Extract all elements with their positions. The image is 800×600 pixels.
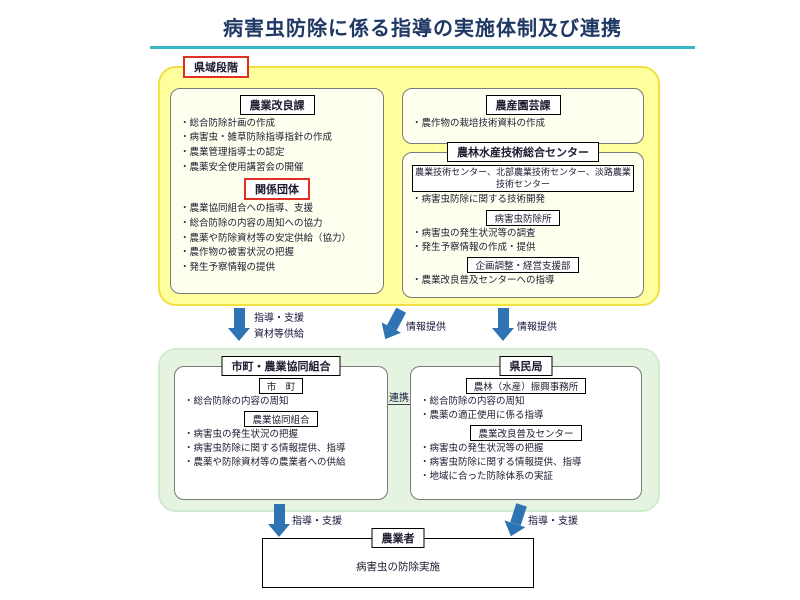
tech-center-label: 農林水産技術総合センター xyxy=(447,142,599,162)
flow-label-materials: 資材等供給 xyxy=(254,329,304,340)
bullet-item: ・病害虫の発生状況の把握 xyxy=(184,429,299,441)
bullet-item: ・病害虫・雑草防除指導指針の作成 xyxy=(180,132,333,144)
farmer-label: 農業者 xyxy=(371,528,425,548)
arrow-head xyxy=(228,328,250,341)
flow-label-guidance-bottom-left: 指導・支援 xyxy=(292,516,342,527)
arrow-head xyxy=(500,520,526,540)
arrow-shaft xyxy=(497,308,509,328)
bullet-item: ・農薬や防除資材等の農業者への供給 xyxy=(184,457,346,469)
bullet-item: ・農薬や防除資材等の安定供給（協力） xyxy=(180,232,352,244)
planning-dept-label: 企画調整・経営支援部 xyxy=(467,256,579,273)
bullet-item: ・農業管理指導士の認定 xyxy=(180,147,285,159)
ja-list: ・病害虫の発生状況の把握 ・病害虫防除に関する情報提供、指導 ・農薬や防除資材等… xyxy=(179,429,383,469)
arrow-shaft xyxy=(233,308,245,328)
extension-center-list: ・病害虫の発生状況等の把握 ・病害虫防除に関する情報提供、指導 ・地域に合った防… xyxy=(415,443,637,483)
pest-control-office-label: 病害虫防除所 xyxy=(486,209,560,226)
extension-center-label: 農業改良普及センター xyxy=(470,425,582,442)
bullet-item: ・病害虫の発生状況等の調査 xyxy=(412,227,536,239)
bullet-item: ・農業改良普及センターへの指導 xyxy=(412,274,555,286)
arrow-guidance-bottom-left xyxy=(268,504,290,537)
prefecture-stage-tag: 県域段階 xyxy=(183,56,249,78)
kenmin-bureau-label: 県民局 xyxy=(499,356,553,376)
agri-improvement-label: 農業改良課 xyxy=(239,95,315,115)
bullet-item: ・病害虫防除に関する情報提供、指導 xyxy=(184,443,346,455)
bullet-item: ・病害虫防除に関する技術開発 xyxy=(412,194,546,206)
farmer-panel: 農業者 病害虫の防除実施 xyxy=(262,528,534,588)
bullet-item: ・地域に合った防除体系の実証 xyxy=(420,470,554,482)
city-ja-panel: 市町・農業協同組合 市 町 ・総合防除の内容の周知 農業協同組合 ・病害虫の発生… xyxy=(174,356,388,500)
bullet-item: ・農作物の被害状況の把握 xyxy=(180,247,295,259)
city-list: ・総合防除の内容の周知 xyxy=(179,396,383,408)
bullet-item: ・発生予察情報の提供 xyxy=(180,262,276,274)
bullet-item: ・総合防除の内容の周知 xyxy=(184,396,289,407)
arrow-head xyxy=(492,328,514,341)
agri-horticulture-label: 農産園芸課 xyxy=(485,95,561,115)
agri-improvement-list: ・総合防除計画の作成 ・病害虫・雑草防除指導指針の作成 ・農業管理指導士の認定 … xyxy=(175,118,379,175)
tech-centers-box: 農業技術センター、北部農業技術センター、淡路農業技術センター xyxy=(412,165,634,193)
bullet-item: ・総合防除計画の作成 xyxy=(180,117,276,129)
ja-label: 農業協同組合 xyxy=(244,411,318,428)
flow-label-guidance-bottom-right: 指導・支援 xyxy=(528,516,578,527)
agri-horticulture-panel: 農産園芸課 ・農作物の栽培技術資料の作成 xyxy=(402,88,644,144)
flow-label-info-middle: 情報提供 xyxy=(406,322,446,333)
agri-horticulture-list: ・農作物の栽培技術資料の作成 xyxy=(407,118,639,130)
related-organizations-label: 関係団体 xyxy=(244,178,310,201)
bullet-item: ・農業協同組合への指導、支援 xyxy=(180,202,314,214)
bullet-item: ・農作物の栽培技術資料の作成 xyxy=(412,117,546,129)
agri-improvement-panel: 農業改良課 ・総合防除計画の作成 ・病害虫・雑草防除指導指針の作成 ・農業管理指… xyxy=(170,88,384,294)
arrow-head xyxy=(268,524,290,537)
bullet-item: ・発生予察情報の作成・提供 xyxy=(412,241,536,253)
kenmin-bureau-panel: 県民局 農林（水産）振興事務所 ・総合防除の内容の周知 ・農薬の適正使用に係る指… xyxy=(410,356,642,500)
bullet-item: ・農薬の適正使用に係る指導 xyxy=(420,409,544,421)
bullet-item: ・総合防除の内容の周知への協力 xyxy=(180,217,323,229)
bullet-item: ・病害虫防除に関する情報提供、指導 xyxy=(420,457,582,469)
promotion-office-list: ・総合防除の内容の周知 ・農薬の適正使用に係る指導 xyxy=(415,396,637,422)
bullet-item: ・総合防除の内容の周知 xyxy=(420,396,525,407)
city-ja-label: 市町・農業協同組合 xyxy=(221,356,341,376)
flow-label-info-right: 情報提供 xyxy=(517,322,557,333)
link-label: 連携 xyxy=(389,393,409,404)
farmer-content: 病害虫の防除実施 xyxy=(356,561,440,573)
promotion-office-label: 農林（水産）振興事務所 xyxy=(465,378,587,394)
tech-center-list-1: ・病害虫防除に関する技術開発 xyxy=(407,194,639,206)
flow-label-guidance: 指導・支援 xyxy=(254,313,304,324)
tech-center-panel: 農林水産技術総合センター 農業技術センター、北部農業技術センター、淡路農業技術セ… xyxy=(402,142,644,298)
arrow-info-right xyxy=(492,308,514,341)
city-label: 市 町 xyxy=(258,378,304,394)
page-title: 病害虫防除に係る指導の実施体制及び連携 xyxy=(150,12,695,49)
arrow-shaft xyxy=(273,504,285,524)
tech-center-list-3: ・農業改良普及センターへの指導 xyxy=(407,275,639,287)
arrow-guidance-support xyxy=(228,308,250,341)
link-line xyxy=(388,404,410,405)
bullet-item: ・農薬安全使用講習会の開催 xyxy=(180,162,304,174)
bullet-item: ・病害虫の発生状況等の把握 xyxy=(420,443,544,455)
related-organizations-list: ・農業協同組合への指導、支援 ・総合防除の内容の周知への協力 ・農薬や防除資材等… xyxy=(175,203,379,275)
tech-center-list-2: ・病害虫の発生状況等の調査 ・発生予察情報の作成・提供 xyxy=(407,228,639,254)
